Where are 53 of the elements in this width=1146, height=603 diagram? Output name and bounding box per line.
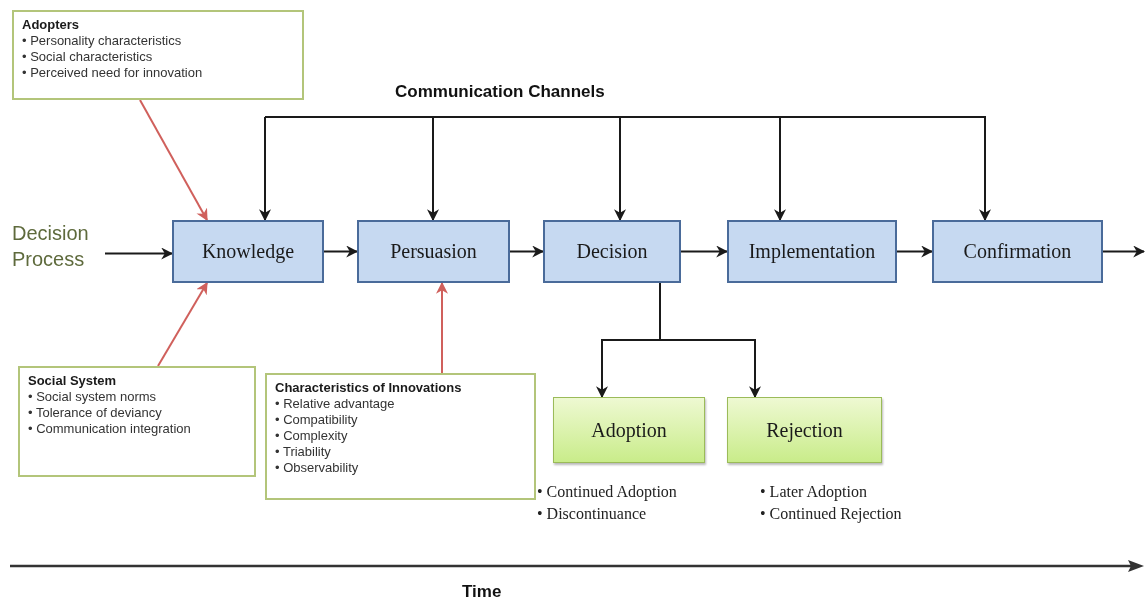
influence-arrow — [436, 281, 448, 374]
arrow — [614, 116, 626, 222]
list-item: • Triability — [275, 444, 332, 460]
outcome-note: • Continued Adoption — [537, 482, 677, 503]
info-box — [12, 10, 304, 100]
outcome-note: • Later Adoption — [760, 482, 868, 503]
outcome-box — [727, 397, 882, 463]
info-box — [18, 366, 256, 477]
process-box — [172, 220, 324, 283]
info-box — [265, 373, 536, 500]
stage-label: Decision — [576, 240, 648, 263]
influence-arrow — [139, 99, 208, 222]
process-box — [543, 220, 681, 283]
box-heading: Adopters — [22, 17, 81, 33]
arrow — [774, 116, 786, 222]
arrow — [659, 282, 761, 399]
process-box — [932, 220, 1103, 283]
stage-label: Implementation — [748, 240, 876, 263]
arrow — [104, 247, 174, 260]
outcome-box — [553, 397, 705, 463]
list-item: • Complexity — [275, 428, 349, 444]
process-label: Decision Process — [12, 220, 107, 278]
stage-label: Rejection — [766, 418, 843, 442]
arrow — [427, 116, 439, 222]
arrow — [509, 245, 545, 258]
arrow — [680, 245, 729, 258]
axis-label: Time — [462, 582, 502, 602]
box-heading: Characteristics of Innovations — [275, 380, 463, 396]
list-item: • Observability — [275, 460, 360, 476]
list-item: • Compatibility — [275, 412, 359, 428]
list-item: • Social characteristics — [22, 49, 154, 65]
list-item: • Tolerance of deviancy — [28, 405, 163, 421]
stage-label: Persuasion — [390, 240, 477, 263]
arrow — [896, 245, 934, 258]
channel-heading: Communication Channels — [395, 82, 605, 102]
list-item: • Perceived need for innovation — [22, 65, 204, 81]
list-item: • Communication integration — [28, 421, 192, 437]
outcome-note: • Continued Rejection — [760, 504, 902, 525]
stage-label: Adoption — [591, 418, 667, 442]
influence-arrow — [157, 281, 208, 367]
list-item: • Relative advantage — [275, 396, 396, 412]
list-item: • Social system norms — [28, 389, 158, 405]
arrow — [323, 245, 359, 258]
outcome-note: • Discontinuance — [537, 504, 648, 524]
process-box — [357, 220, 510, 283]
arrow — [259, 116, 271, 222]
list-item: • Personality characteristics — [22, 33, 183, 49]
arrow — [1102, 245, 1146, 258]
box-heading: Social System — [28, 373, 118, 389]
arrow — [264, 116, 991, 222]
stage-label: Confirmation — [963, 240, 1072, 263]
process-box — [727, 220, 897, 283]
stage-label: Knowledge — [201, 240, 295, 263]
